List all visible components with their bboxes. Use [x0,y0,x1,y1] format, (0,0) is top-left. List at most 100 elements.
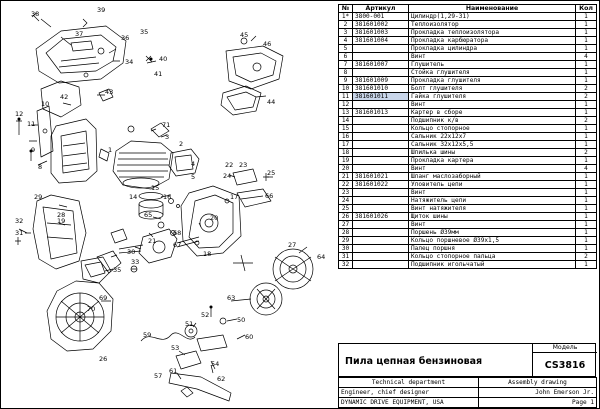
callout-label: 33 [131,258,140,266]
callout-label: 50 [237,316,246,324]
cell-number: 20 [338,164,353,173]
cell-number: 9 [338,76,353,85]
muffler-part [50,118,98,184]
cell-sku [352,124,409,133]
cell-qty: 1 [575,44,597,53]
cell-number: 31 [338,252,353,261]
cell-sku: 381601007 [352,60,409,69]
callout-label: 23 [239,161,248,169]
cell-number: 27 [338,220,353,229]
cell-qty: 1 [575,60,597,69]
crankcase-part [180,185,242,257]
callout-label: 70 [87,305,96,313]
footer-row: Technical department Assembly drawing [338,377,597,388]
callout-label: 41 [154,70,163,78]
cell-qty: 1 [575,228,597,237]
callout-label: 43 [105,88,114,96]
cell-qty: 2 [575,116,597,125]
callout-label: 44 [267,98,276,106]
cell-number: 23 [338,188,353,197]
callout-label: 28 [57,211,66,219]
cell-name: Глушитель [408,60,576,69]
cell-number: 32 [338,260,353,269]
air-filter-part [225,45,284,90]
cell-number: 24 [338,196,353,205]
callout-label: 62 [217,375,226,383]
cell-sku [352,236,409,245]
cell-qty: 1 [575,220,597,229]
cell-name: Прокладка цилиндра [408,44,576,53]
cell-sku [352,156,409,165]
cell-name: Винт [408,52,576,61]
callout-label: 4 [191,160,196,168]
callout-label: 26 [99,355,108,363]
callout-label: 37 [75,30,84,38]
callout-label: 18 [203,250,212,258]
cell-name: Картер в сборе [408,108,576,117]
cell-sku [352,100,409,109]
cell-qty: 1 [575,20,597,29]
cell-qty: 2 [575,92,597,101]
cell-qty: 1 [575,260,597,269]
cell-name: Сальник 22х12х7 [408,132,576,141]
product-name: Пила цепная бензиновая [339,344,533,378]
model-number: CS3816 [544,360,586,371]
callout-label: 8 [38,163,43,171]
cell-name: Винт [408,164,576,173]
exploded-view-linework [15,12,314,402]
cell-number: 10 [338,84,353,93]
footer-drawing-type: Assembly drawing [478,377,597,388]
cell-sku [352,196,409,205]
callout-label: 30 [127,248,136,256]
cell-sku: 381601010 [352,84,409,93]
starter-cover-part [32,194,87,270]
cell-sku [352,140,409,149]
column-header-sku: Артикул [352,4,409,13]
footer-department: Technical department [338,377,479,388]
cell-name: Стойка глушителя [408,68,576,77]
cell-name: Шпилька шины [408,148,576,157]
callout-label: 63 [227,294,236,302]
cell-sku: 381601009 [352,76,409,85]
cell-sku [352,204,409,213]
cell-number: 16 [338,132,353,141]
cell-number: 2 [338,20,353,29]
callout-label: 38 [31,10,40,18]
cylinder-part [112,140,174,190]
callout-label: 25 [267,169,276,177]
callout-label: 34 [125,58,134,66]
cell-name: Прокладка карбюратора [408,36,576,45]
cell-name: Прокладка теплоизолятора [408,28,576,37]
callout-label: 46 [263,40,272,48]
cell-name: Сальник 32х12х5,5 [408,140,576,149]
footer-row: Engineer, chief designer John Emerson Jr… [338,387,597,398]
cell-number: 28 [338,228,353,237]
callout-label: 40 [159,55,168,63]
cell-qty: 1 [575,12,597,21]
cell-name: Шланг маслозаборный [408,172,576,181]
cell-qty: 2 [575,148,597,157]
cell-sku: 381601004 [352,36,409,45]
callout-label: 51 [185,320,194,328]
cell-qty: 2 [575,252,597,261]
cell-name: Поршень Ø39мм [408,228,576,237]
callout-label: 39 [97,6,106,14]
cell-name: Гайка глушителя [408,92,576,101]
cell-qty: 4 [575,164,597,173]
cell-qty: 1 [575,36,597,45]
footer-page: Page 1 [478,397,597,408]
callout-label: 9 [31,146,36,154]
callout-label: 52 [201,311,210,319]
callout-label: 29 [34,193,43,201]
